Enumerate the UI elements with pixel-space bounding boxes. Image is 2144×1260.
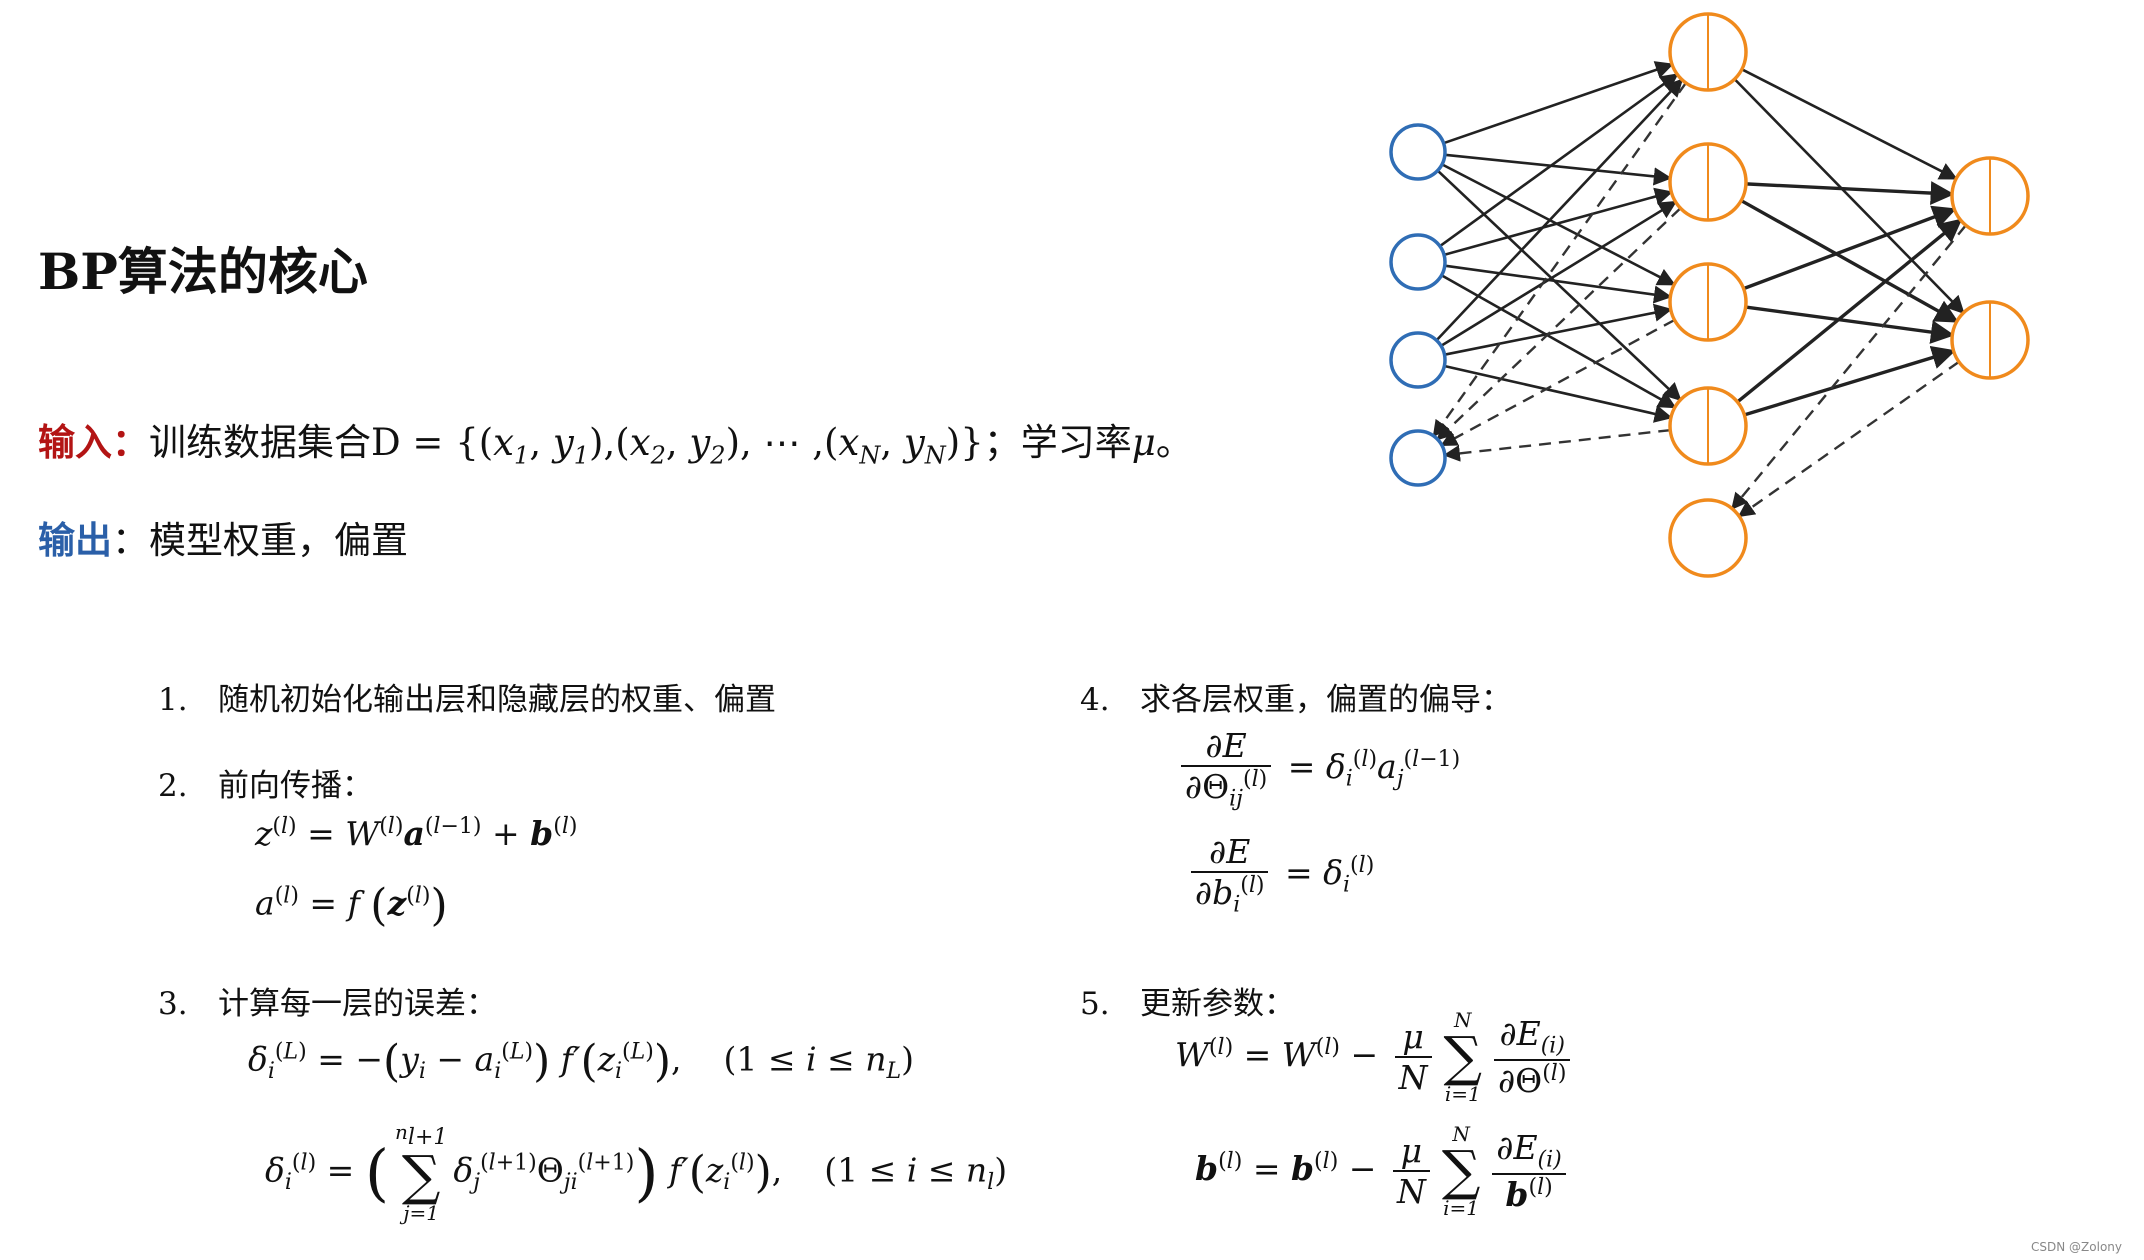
step-4: 4. 求各层权重，偏置的偏导： xyxy=(1080,674,1512,719)
input-neuron xyxy=(1389,429,1447,487)
input-text-prefix: 训练数据集合D = {( xyxy=(149,421,494,464)
step-number: 2. xyxy=(158,768,188,804)
equation-forward-a: a(l) = f (z(l)) xyxy=(255,880,448,931)
output-line: 输出：模型权重，偏置 xyxy=(38,510,408,564)
input-end: 。 xyxy=(1155,421,1193,464)
watermark: CSDN @Zolony xyxy=(2031,1240,2122,1254)
forward-edge xyxy=(1443,187,1674,257)
forward-edge xyxy=(1740,199,1959,323)
backward-edge xyxy=(1432,82,1687,438)
step-number: 1. xyxy=(158,682,188,718)
mu-symbol: μ xyxy=(1131,421,1156,464)
output-text: 模型权重，偏置 xyxy=(149,519,408,562)
forward-edge xyxy=(1440,274,1677,409)
forward-edge xyxy=(1444,264,1673,304)
sum-symbol: N∑i=1 xyxy=(1441,1122,1481,1220)
step-1: 1. 随机初始化输出层和隐藏层的权重、偏置 xyxy=(158,674,776,719)
backward-edge xyxy=(1731,224,1967,510)
forward-edge xyxy=(1435,78,1684,342)
step-text: 前向传播： xyxy=(218,768,373,804)
y1-sub: 1 xyxy=(573,441,590,470)
sum-symbol: nl+1∑j=1 xyxy=(395,1120,448,1225)
forward-edge xyxy=(1736,218,1963,404)
equation-forward-z: z(l) = W(l)a(l−1) + b(l) xyxy=(255,814,578,853)
equation-delta-L: δi(L) = −(yi − ai(L)) f′(zi(L)), (1 ≤ i … xyxy=(248,1036,914,1087)
input-neuron xyxy=(1389,123,1447,181)
output-colon: ： xyxy=(112,519,149,562)
step-5: 5. 更新参数： xyxy=(1080,978,1295,1023)
forward-edge xyxy=(1443,61,1674,145)
x2-sub: 2 xyxy=(650,441,666,470)
backward-edge xyxy=(1440,318,1676,447)
forward-edge xyxy=(1436,169,1682,402)
backward-edge xyxy=(1443,428,1671,462)
step-text: 计算每一层的误差： xyxy=(218,986,497,1022)
learning-rate-text: }；学习率 xyxy=(960,421,1132,464)
y2-sub: 2 xyxy=(710,441,726,470)
forward-edge xyxy=(1745,181,1955,205)
sum-symbol: N∑i=1 xyxy=(1443,1008,1483,1106)
xN-sub: N xyxy=(859,441,881,470)
x1-sub: 1 xyxy=(514,441,530,470)
forward-edge xyxy=(1444,303,1673,356)
xN: x xyxy=(838,421,860,464)
hidden-neuron xyxy=(1668,498,1748,578)
equation-grad-b: ∂E∂bi(l) = δi(l) xyxy=(1185,832,1374,918)
backward-edge xyxy=(1436,207,1682,441)
input-neuron xyxy=(1389,233,1447,291)
network-nodes xyxy=(1389,12,2030,578)
y1: y xyxy=(552,421,574,464)
x2: x xyxy=(629,421,651,464)
yN-sub: N xyxy=(924,441,946,470)
input-line: 输入：训练数据集合D = {(x1, y1),(x2, y2), ⋯ ,(xN,… xyxy=(38,420,1193,470)
input-label: 输入： xyxy=(38,420,149,464)
forward-edge xyxy=(1742,205,1957,291)
x1: x xyxy=(493,421,515,464)
forward-edge xyxy=(1439,73,1679,248)
step-number: 5. xyxy=(1080,986,1110,1022)
forward-edge xyxy=(1743,345,1956,417)
y2: y xyxy=(689,421,711,464)
page-title: BP算法的核心 xyxy=(38,242,368,301)
network-edges xyxy=(1432,61,1967,518)
backward-edge xyxy=(1737,360,1960,518)
step-3: 3. 计算每一层的误差： xyxy=(158,978,497,1023)
step-number: 3. xyxy=(158,986,188,1022)
yN: y xyxy=(903,421,925,464)
forward-edge xyxy=(1444,153,1673,186)
step-text: 随机初始化输出层和隐藏层的权重、偏置 xyxy=(218,682,776,718)
step-number: 4. xyxy=(1080,682,1110,718)
step-2: 2. 前向传播： xyxy=(158,760,373,805)
step-text: 求各层权重，偏置的偏导： xyxy=(1140,682,1512,718)
forward-edge xyxy=(1440,200,1678,347)
input-neuron xyxy=(1389,331,1447,389)
output-label: 输出 xyxy=(38,518,112,562)
forward-edge xyxy=(1741,68,1958,180)
step-text: 更新参数： xyxy=(1140,986,1295,1022)
equation-grad-theta: ∂E∂Θij(l) = δi(l)aj(l−1) xyxy=(1175,726,1460,812)
forward-edge xyxy=(1444,364,1673,423)
forward-edge xyxy=(1745,305,1955,344)
